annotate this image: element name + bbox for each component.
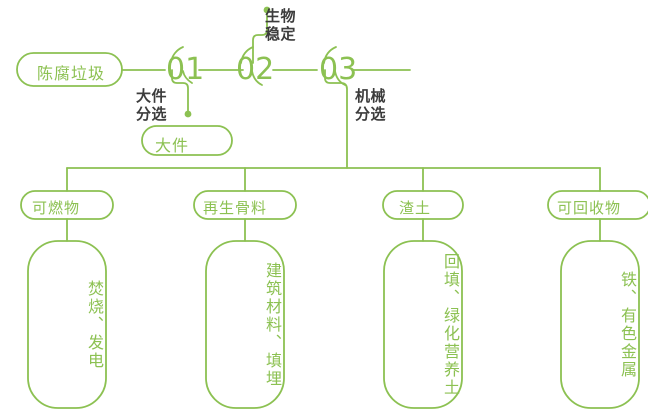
arc-02-top	[240, 46, 254, 64]
detail-text-slag-soil: 回填、绿化营养土	[441, 252, 460, 397]
branch-label-recyclables: 可回收物	[557, 199, 622, 217]
arc-01-top	[170, 46, 184, 63]
branch-pill-4	[547, 190, 648, 220]
line-03-to-bar	[324, 69, 348, 169]
line-01-to-bulky	[171, 69, 189, 113]
line-02-to-bio	[252, 11, 268, 64]
stage-number-03[interactable]: 03	[319, 52, 358, 87]
process-label-mechanical-sorting: 机械 分选	[355, 87, 387, 123]
process-label-bulky-sorting: 大件 分选	[136, 87, 168, 123]
arc-03-top	[323, 46, 337, 64]
dot-bio	[263, 6, 271, 14]
detail-box-1	[27, 240, 107, 409]
dot-bulky	[184, 110, 192, 118]
detail-box-3	[383, 240, 463, 409]
detail-box-2	[205, 240, 285, 409]
branch-label-combustibles: 可燃物	[32, 199, 81, 217]
source-label: 陈腐垃圾	[37, 64, 106, 83]
process-label-bio-stabilization: 生物 稳定	[265, 7, 297, 43]
bulky-pill-shape	[141, 125, 233, 156]
detail-text-recyclables: 铁、有色金属	[618, 270, 637, 379]
arc-02-bottom	[251, 70, 263, 86]
branch-label-slag-soil: 渣土	[399, 199, 432, 217]
branch-label-recycled-aggregate: 再生骨料	[203, 199, 268, 217]
arc-01-bottom	[182, 70, 193, 84]
stage-number-02[interactable]: 02	[236, 52, 275, 87]
detail-text-combustibles: 焚烧、发电	[85, 279, 104, 370]
stage-number-01[interactable]: 01	[166, 52, 205, 87]
detail-text-recycled-aggregate: 建筑材料、填埋	[263, 261, 282, 388]
stage-output-bulky-label: 大件	[155, 136, 190, 155]
detail-box-4	[560, 240, 640, 409]
